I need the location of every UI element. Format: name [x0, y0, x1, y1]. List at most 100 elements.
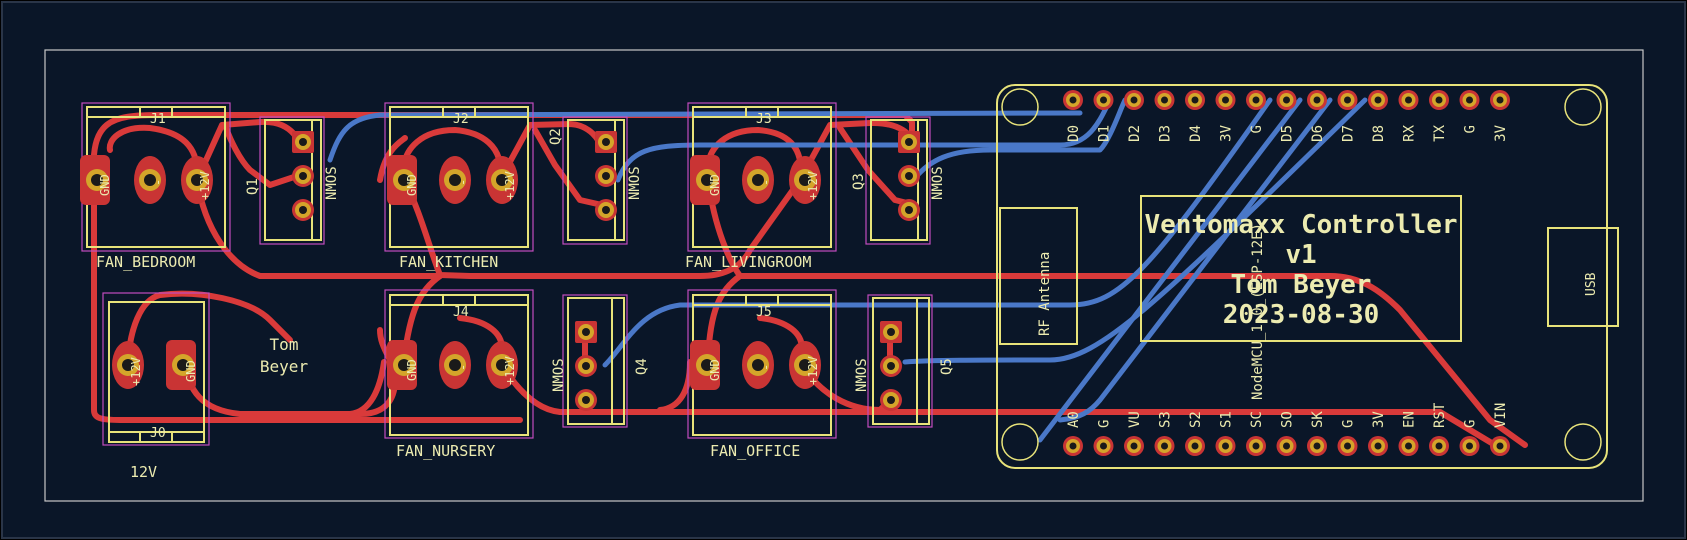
j2-pad-1 [387, 155, 417, 205]
connector-j5: J5 GND - +12V FAN_OFFICE [687, 289, 837, 460]
j5-pin-1-label: GND [708, 359, 722, 381]
mcu-bottom-pin-label: VIN [1493, 403, 1509, 428]
q4-pad-3 [575, 389, 597, 411]
j3-pad-2 [742, 156, 774, 204]
j1-pad-1 [80, 155, 110, 205]
j2-value: FAN_KITCHEN [399, 253, 498, 271]
back-copper-traces [327, 97, 1368, 443]
mcu-top-pin-label: D2 [1127, 125, 1143, 142]
title-line-1: Ventomaxx Controller [1144, 210, 1457, 240]
j5-value: FAN_OFFICE [710, 442, 800, 460]
title-block-outline [1140, 195, 1462, 342]
mcu-bottom-pin-label: SK [1310, 411, 1326, 428]
mcu-bottom-pin-label: A0 [1066, 411, 1082, 428]
connector-j1: J1 GND - +12V FAN_BEDROOM [80, 102, 231, 271]
transistor-q3: Q3 NMOS [851, 116, 946, 245]
q3-pad-3 [898, 199, 920, 221]
mcu-top-pin-label: D1 [1097, 125, 1113, 142]
q3-value: NMOS [930, 166, 946, 200]
rf-antenna-outline [999, 207, 1078, 345]
j3-pad-1 [690, 155, 720, 205]
mcu-top-pin-label: G [1463, 125, 1479, 133]
j1-pad-3 [181, 156, 213, 204]
mcu-bottom-pin-label: VU [1127, 411, 1143, 428]
mcu-top-pin-9: D6 [1307, 90, 1327, 142]
j3-pin-2-label: - [759, 179, 773, 186]
j2-pin-2-label: - [456, 179, 470, 186]
j3-pad-3 [789, 156, 821, 204]
connector-j2: J2 GND - +12V FAN_KITCHEN [384, 102, 534, 271]
q2-ref: Q2 [548, 128, 564, 145]
mcu-bottom-pin-2: G [1093, 420, 1114, 456]
j2-pin-3-label: +12V [503, 171, 517, 200]
mcu-top-pin-5: D4 [1185, 90, 1205, 142]
mcu-bottom-pin-8: SO [1276, 411, 1297, 456]
title-line-4: 2023-08-30 [1223, 300, 1380, 330]
q1-pad-1 [292, 131, 314, 153]
mcu-bottom-pin-9: SK [1307, 411, 1327, 456]
mcu-bottom-pin-15: VIN [1490, 403, 1510, 456]
author-label-line1: Tom [270, 335, 299, 354]
j3-value: FAN_LIVINGROOM [685, 253, 811, 271]
mcu-top-pin-label: G [1249, 125, 1265, 133]
mcu-bottom-pin-label: S2 [1188, 411, 1204, 428]
mcu-top-pin-label: D5 [1280, 125, 1296, 142]
connector-j4: J4 GND - +12V FAN_NURSERY [384, 289, 534, 460]
q2-pad-2 [595, 165, 617, 187]
mcu-top-pin-3: D2 [1124, 90, 1144, 142]
j2-ref: J2 [453, 112, 469, 127]
mcu-top-pin-label: TX [1432, 124, 1448, 141]
mcu-name: NodeMCU_1.0_(ESP-12E) [1250, 223, 1266, 400]
mcu-top-pin-7: G [1246, 90, 1266, 133]
mcu-bottom-pin-1: A0 [1063, 411, 1083, 456]
mcu-bottom-pin-10: G [1337, 420, 1358, 456]
q3-pad-2 [898, 165, 920, 187]
mcu-top-pin-label: 3V [1493, 124, 1509, 141]
j2-pin-1-label: GND [405, 174, 419, 196]
mounting-hole-br [1564, 423, 1602, 461]
q5-pad-2 [880, 355, 902, 377]
nodemcu-module: RF Antenna USB Ventomaxx Controller v1 T… [996, 84, 1619, 469]
j0-pad-2 [166, 340, 196, 390]
q4-value: NMOS [551, 358, 567, 392]
mcu-bottom-pin-12: EN [1398, 411, 1419, 456]
j1-pin-1-label: GND [98, 174, 112, 196]
usb-outline [1547, 227, 1619, 327]
mcu-top-pin-12: RX [1398, 90, 1419, 142]
mcu-bottom-pin-label: SO [1280, 411, 1296, 428]
j1-ref: J1 [150, 112, 166, 127]
j5-pad-2 [742, 341, 774, 389]
mcu-bottom-pin-label: S3 [1158, 411, 1174, 428]
mcu-bottom-pin-label: G [1097, 420, 1113, 428]
j1-pad-2 [134, 156, 166, 204]
j0-ref: J0 [150, 426, 166, 441]
mcu-top-pin-4: D3 [1154, 90, 1175, 142]
transistor-q4: NMOS Q4 [551, 294, 650, 428]
mcu-bottom-pin-label: S1 [1219, 411, 1235, 428]
j4-pad-3 [486, 341, 518, 389]
mcu-bottom-pin-13: RST [1429, 402, 1449, 456]
transistor-q5: NMOS Q5 [854, 294, 955, 428]
q1-pad-3 [292, 199, 314, 221]
mcu-top-pin-14: G [1459, 90, 1480, 133]
j1-value: FAN_BEDROOM [96, 253, 195, 271]
q4-pad-2 [575, 355, 597, 377]
q1-ref: Q1 [245, 178, 261, 195]
j4-ref: J4 [453, 305, 469, 320]
mcu-top-pin-label: D7 [1341, 125, 1357, 142]
j0-pad-1 [112, 341, 144, 389]
mcu-bottom-pin-3: VU [1124, 411, 1144, 456]
q3-pad-1 [898, 131, 920, 153]
usb-label: USB [1584, 272, 1599, 296]
j4-pad-2 [439, 341, 471, 389]
transistor-q2: Q2 NMOS [548, 116, 643, 245]
mcu-bottom-pin-label: G [1463, 420, 1479, 428]
j4-value: FAN_NURSERY [396, 442, 495, 460]
j4-pin-3-label: +12V [503, 356, 517, 385]
mcu-top-pin-label: D6 [1310, 125, 1326, 142]
mcu-bottom-pin-5: S2 [1185, 411, 1205, 456]
